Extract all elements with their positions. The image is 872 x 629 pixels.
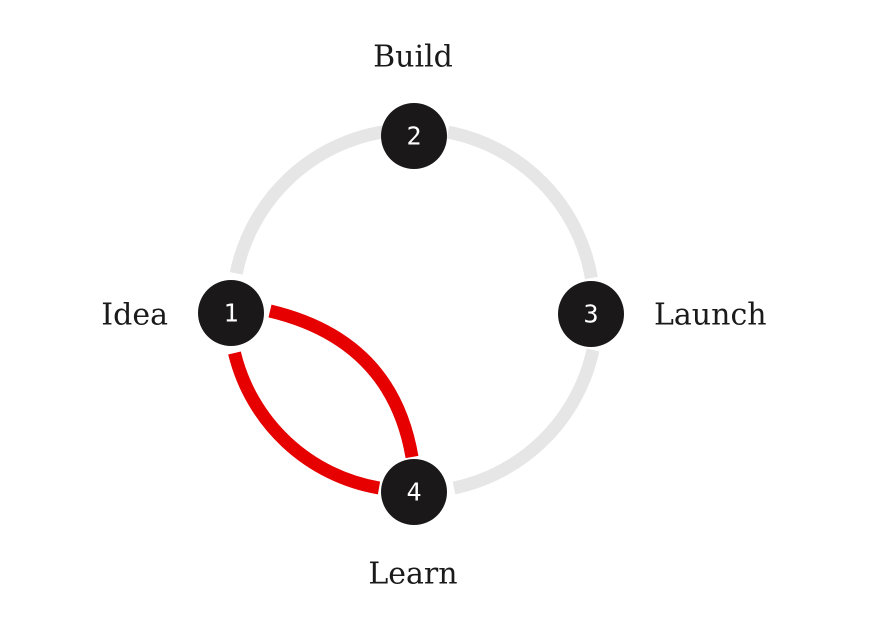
stage-label-learn: Learn [368,557,457,592]
stage-node-3: 3 [558,281,624,347]
stage-node-circle [198,280,264,346]
stage-number: 3 [583,300,598,329]
stage-node-2: 2 [381,103,447,169]
loop-arc-inner [268,304,419,459]
ring [229,124,600,495]
loop-arc-outer [228,351,381,495]
stage-node-circle [381,103,447,169]
stage-number: 4 [406,478,421,507]
stage-label-build: Build [373,40,453,75]
learn-idea-loop [228,304,419,495]
ring-segment-idea-build [229,124,387,275]
ring-segment-launch-learn [452,348,600,495]
stage-number: 2 [406,122,421,151]
ring-segment-build-launch [446,125,598,280]
stage-label-launch: Launch [654,298,767,333]
stage-number: 1 [223,299,238,328]
stage-node-4: 4 [381,459,447,525]
stage-label-idea: Idea [101,298,168,333]
stage-node-circle [558,281,624,347]
stage-node-1: 1 [198,280,264,346]
stage-node-circle [381,459,447,525]
